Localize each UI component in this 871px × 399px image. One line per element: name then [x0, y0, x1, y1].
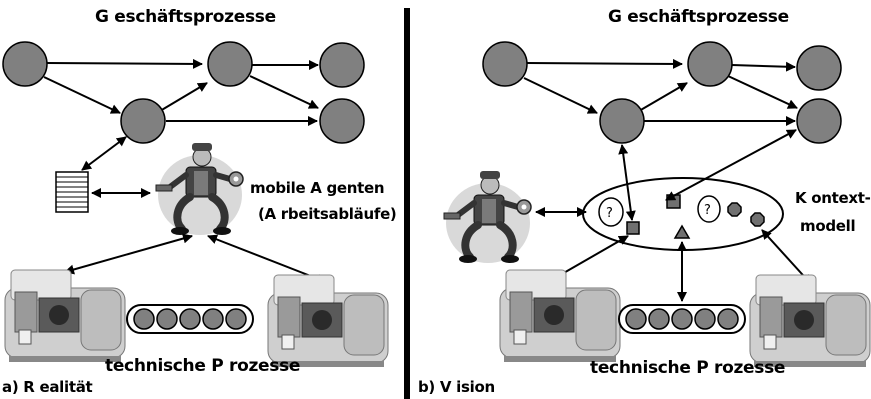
question-bubble: ?	[697, 195, 721, 223]
square-marker-icon	[626, 221, 640, 235]
left-panel: G eschäftsprozesse m	[2, 7, 397, 396]
process-node	[319, 98, 365, 144]
process-node	[2, 41, 48, 87]
question-bubble: ?	[598, 197, 624, 227]
caption-vision: b) V ision	[418, 378, 495, 396]
process-node	[482, 41, 528, 87]
triangle-marker-icon	[673, 224, 691, 239]
lathe-machine-icon	[267, 274, 389, 368]
left-bottom-label: technische P rozesse	[105, 356, 300, 376]
lathe-machine-icon	[499, 269, 621, 363]
agent-label-line1: mobile A genten	[250, 179, 384, 197]
svg-text:?: ?	[704, 203, 711, 218]
left-title: G eschäftsprozesse	[95, 7, 276, 27]
agent-label-line2: (A rbeitsabläufe)	[258, 205, 397, 223]
context-label-line1: K ontext-	[795, 189, 871, 207]
caption-realitaet: a) R ealität	[2, 378, 93, 396]
process-node	[120, 98, 166, 144]
octagon-marker-icon	[727, 202, 742, 217]
right-title: G eschäftsprozesse	[608, 7, 789, 27]
right-bottom-label: technische P rozesse	[590, 358, 785, 378]
process-node	[796, 45, 842, 91]
process-node	[319, 42, 365, 88]
list-queue-icon	[55, 171, 89, 213]
svg-text:?: ?	[606, 206, 613, 221]
worker-agent-icon	[156, 143, 243, 235]
right-panel: G eschäftsprozesse ? ? K ontext-	[418, 7, 871, 396]
process-node	[207, 41, 253, 87]
right-process-edges	[523, 58, 798, 126]
process-node	[796, 98, 842, 144]
lathe-machine-icon	[749, 274, 871, 368]
technical-process-chain	[618, 304, 746, 334]
process-node	[599, 98, 645, 144]
process-node	[687, 41, 733, 87]
lathe-machine-icon	[4, 269, 126, 363]
worker-agent-icon	[444, 171, 531, 263]
octagon-marker-icon	[750, 212, 765, 227]
context-label-line2: modell	[800, 217, 855, 235]
technical-process-chain	[126, 304, 254, 334]
left-process-edges	[43, 58, 319, 126]
